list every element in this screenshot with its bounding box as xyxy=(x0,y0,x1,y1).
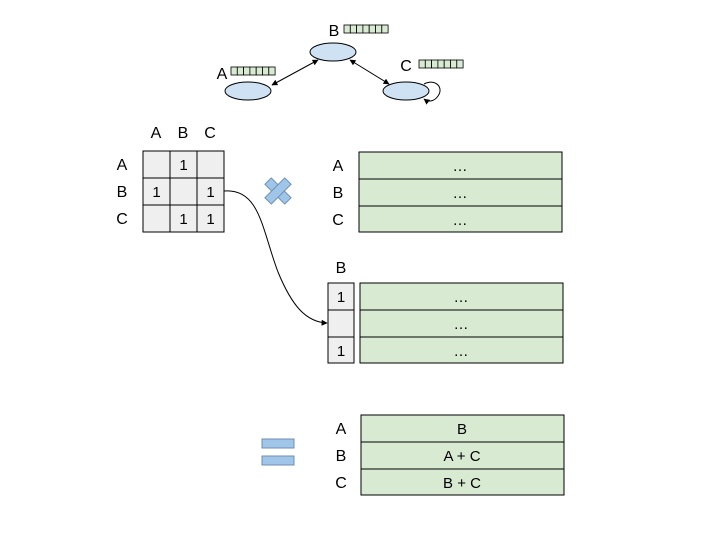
feature-vector-cell xyxy=(443,59,451,69)
graph-node-label-a: A xyxy=(217,66,228,83)
adjacency-cell xyxy=(169,177,198,206)
feature-vector-cell xyxy=(368,24,376,34)
edge-c-self-loop xyxy=(423,81,441,105)
node-a-feature-vector xyxy=(230,66,276,76)
result-row-value: B xyxy=(457,421,467,438)
adjacency-cell xyxy=(142,204,171,233)
result-row xyxy=(360,468,565,496)
feature-row xyxy=(358,178,563,207)
column-b-product: B 1 1 … … … xyxy=(327,260,564,364)
masked-feature-value: … xyxy=(454,316,469,333)
feature-row xyxy=(358,205,563,233)
adjacency-value: 1 xyxy=(179,211,187,228)
feature-vector-cell xyxy=(456,59,464,69)
adjacency-cell xyxy=(196,204,225,233)
feature-row-label-c: C xyxy=(332,212,344,229)
graph-node-a xyxy=(224,81,272,101)
feature-vector-cell xyxy=(431,59,439,69)
feature-vector-cell xyxy=(375,24,383,34)
column-b-label: B xyxy=(336,260,347,277)
feature-vector-cell xyxy=(343,24,351,34)
feature-vector-cell xyxy=(418,59,426,69)
adjacency-row-label-c: C xyxy=(116,211,128,228)
feature-row xyxy=(358,151,563,180)
feature-vector-cell xyxy=(249,66,257,76)
column-selection-arrow xyxy=(223,190,328,326)
mask-value: 1 xyxy=(337,343,345,360)
adjacency-value: 1 xyxy=(206,211,214,228)
feature-vector-cell xyxy=(381,24,389,34)
adjacency-row-label-b: B xyxy=(117,184,128,201)
graph: A B C xyxy=(217,23,464,105)
feature-vector-cell xyxy=(255,66,263,76)
feature-vector-cell xyxy=(243,66,251,76)
multiply-x-icon xyxy=(264,177,292,205)
masked-feature-row xyxy=(359,309,564,338)
feature-row-label-b: B xyxy=(333,185,344,202)
graph-node-label-c: C xyxy=(400,58,412,75)
feature-vector-cell xyxy=(356,24,364,34)
result-row xyxy=(360,414,565,443)
adjacency-row-label-a: A xyxy=(117,157,128,174)
result-row xyxy=(360,441,565,470)
result-matrix: A B C B A + C B + C xyxy=(335,414,565,496)
adjacency-matrix: A B C A B C 1 1 1 1 1 xyxy=(116,125,225,233)
graph-node-c xyxy=(382,81,430,101)
node-b-feature-vector xyxy=(343,24,389,34)
mask-cell xyxy=(327,309,355,338)
adjacency-cell xyxy=(196,150,225,179)
feature-vector-cell xyxy=(437,59,445,69)
adjacency-value: 1 xyxy=(179,157,187,174)
feature-vector-cell xyxy=(236,66,245,76)
mask-cell xyxy=(327,336,355,364)
adjacency-col-label-c: C xyxy=(204,125,216,142)
adjacency-value: 1 xyxy=(206,184,214,201)
feature-vector-cell xyxy=(450,59,458,69)
adjacency-col-label-a: A xyxy=(151,125,162,142)
masked-feature-value: … xyxy=(454,343,469,360)
mask-cell xyxy=(327,282,355,311)
edge-a-b xyxy=(271,59,319,86)
equals-icon xyxy=(261,438,295,466)
feature-vector-cell xyxy=(262,66,270,76)
feature-row-value: … xyxy=(453,212,468,229)
result-row-label-c: C xyxy=(335,475,347,492)
graph-node-b xyxy=(309,42,357,62)
edge-b-c xyxy=(349,59,390,85)
node-c-feature-vector xyxy=(418,59,464,69)
feature-vector-cell xyxy=(362,24,370,34)
graph-node-label-b: B xyxy=(329,23,340,40)
masked-feature-value: … xyxy=(454,289,469,306)
adjacency-value: 1 xyxy=(152,184,160,201)
feature-row-label-a: A xyxy=(333,158,344,175)
masked-feature-row xyxy=(359,336,564,364)
adjacency-col-label-b: B xyxy=(178,125,189,142)
adjacency-cell xyxy=(142,177,171,206)
feature-vector-cell xyxy=(230,66,238,76)
feature-matrix: A B C … … … xyxy=(332,151,563,233)
result-row-label-b: B xyxy=(336,448,347,465)
mask-value: 1 xyxy=(337,289,345,306)
masked-feature-row xyxy=(359,282,564,311)
feature-vector-cell xyxy=(268,66,276,76)
adjacency-cell xyxy=(142,150,171,179)
feature-row-value: … xyxy=(453,158,468,175)
feature-vector-cell xyxy=(349,24,358,34)
result-row-value: A + C xyxy=(443,448,480,465)
result-row-label-a: A xyxy=(336,421,347,438)
feature-vector-cell xyxy=(424,59,433,69)
feature-row-value: … xyxy=(453,185,468,202)
result-row-value: B + C xyxy=(443,475,481,492)
